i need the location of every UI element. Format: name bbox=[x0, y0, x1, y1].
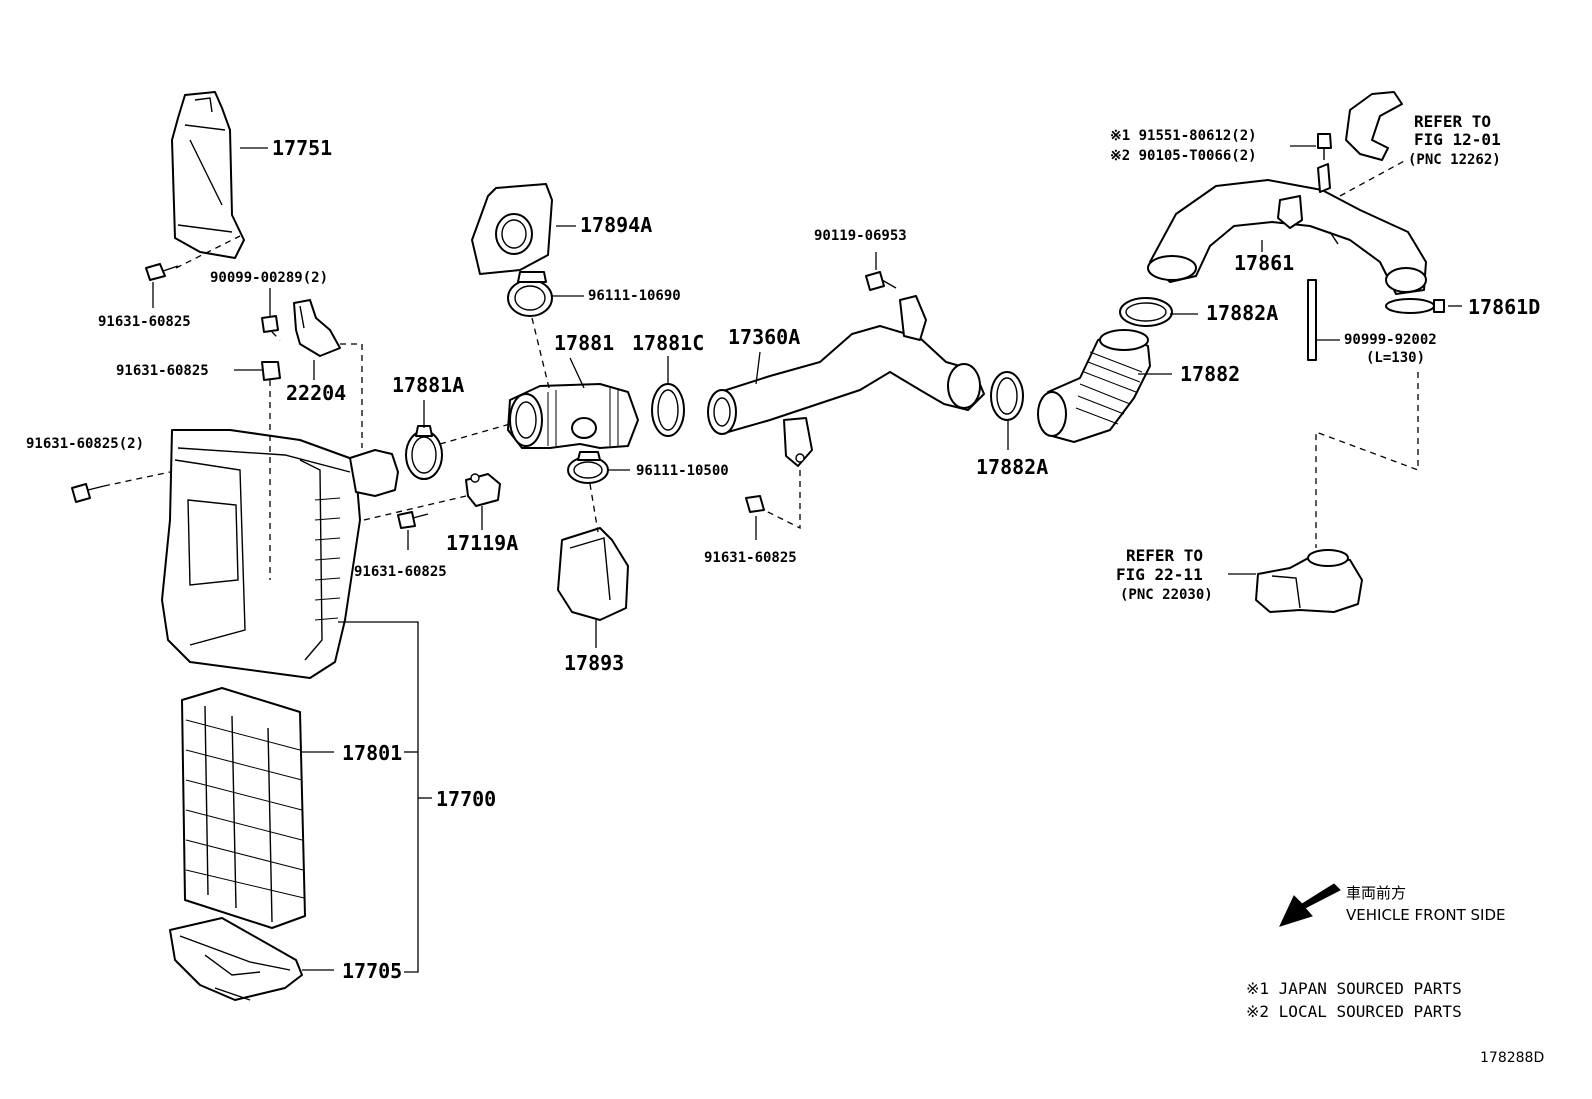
bolt-sourced-icon bbox=[1317, 133, 1332, 160]
hose-clamp-17882A-upper bbox=[1119, 297, 1173, 327]
pcv-hose-ref-12-01 bbox=[1345, 91, 1403, 161]
hose-clamp-17882A-lower bbox=[990, 371, 1024, 421]
label-17801[interactable]: 17801 bbox=[342, 741, 402, 765]
bolt-91631-lower-icon bbox=[745, 495, 765, 513]
label-17751[interactable]: 17751 bbox=[272, 136, 332, 160]
label-91631-60825-a[interactable]: 91631-60825 bbox=[98, 314, 191, 330]
label-17881C[interactable]: 17881C bbox=[632, 331, 704, 355]
refer-fig-12-01-line1: REFER TO bbox=[1414, 112, 1491, 131]
vehicle-front-japanese: 車両前方 bbox=[1346, 884, 1406, 902]
label-90119-06953[interactable]: 90119-06953 bbox=[814, 228, 907, 244]
bellows-hose-17882 bbox=[1037, 329, 1151, 443]
legend-item-1: ※1 JAPAN SOURCED PARTS bbox=[1246, 979, 1462, 998]
bolt-91631-left-icon bbox=[71, 483, 105, 503]
refer-fig-22-11-line2[interactable]: FIG 22-11 bbox=[1116, 565, 1203, 584]
label-96111-10500[interactable]: 96111-10500 bbox=[636, 463, 729, 479]
insulator-17894A bbox=[471, 183, 553, 275]
label-17705[interactable]: 17705 bbox=[342, 959, 402, 983]
intake-hose-17881 bbox=[507, 383, 639, 449]
hose-clamp-17881C bbox=[651, 383, 685, 437]
hose-clamp-17881A bbox=[405, 425, 443, 480]
label-17881A[interactable]: 17881A bbox=[392, 373, 464, 397]
label-91631-60825-e[interactable]: 91631-60825 bbox=[704, 550, 797, 566]
refer-fig-22-11-line3: (PNC 22030) bbox=[1120, 587, 1213, 603]
throttle-body-ref-22-11 bbox=[1255, 549, 1363, 613]
refer-fig-22-11-line1: REFER TO bbox=[1126, 546, 1203, 565]
label-17700[interactable]: 17700 bbox=[436, 787, 496, 811]
air-cleaner-case bbox=[161, 429, 399, 679]
bracket-17119A bbox=[465, 473, 501, 507]
bolt-91631-middle-icon bbox=[261, 361, 281, 381]
label-17881[interactable]: 17881 bbox=[554, 331, 614, 355]
label-17861D[interactable]: 17861D bbox=[1468, 295, 1540, 319]
figure-code: 178288D bbox=[1480, 1050, 1544, 1066]
label-91631-60825-b[interactable]: 91631-60825 bbox=[116, 363, 209, 379]
label-91631-60825-d[interactable]: 91631-60825 bbox=[354, 564, 447, 580]
label-96111-10690[interactable]: 96111-10690 bbox=[588, 288, 681, 304]
sourced-part-note-2[interactable]: ※2 90105-T0066(2) bbox=[1110, 148, 1257, 164]
intake-pipe-17360A bbox=[707, 295, 985, 467]
label-17360A[interactable]: 17360A bbox=[728, 325, 800, 349]
hose-clamp-17861D bbox=[1385, 298, 1445, 314]
vacuum-hose-90999-92002 bbox=[1307, 279, 1317, 361]
hose-clamp-96111-10690 bbox=[507, 271, 553, 317]
refer-fig-12-01-line2[interactable]: FIG 12-01 bbox=[1414, 130, 1501, 149]
refer-fig-12-01-line3: (PNC 12262) bbox=[1408, 152, 1501, 168]
label-17882A-top[interactable]: 17882A bbox=[1206, 301, 1278, 325]
vehicle-front-indicator: 車両前方 VEHICLE FRONT SIDE bbox=[1346, 884, 1506, 924]
bolt-90099-icon bbox=[261, 315, 279, 333]
label-17893[interactable]: 17893 bbox=[564, 651, 624, 675]
label-17119A[interactable]: 17119A bbox=[446, 531, 518, 555]
vehicle-front-english: VEHICLE FRONT SIDE bbox=[1346, 906, 1506, 924]
air-filter-element-17801 bbox=[181, 687, 306, 929]
bolt-91631-upper-icon bbox=[145, 263, 179, 281]
sourced-part-note-1[interactable]: ※1 91551-80612(2) bbox=[1110, 128, 1257, 144]
leader-lines bbox=[103, 145, 1462, 973]
label-17882[interactable]: 17882 bbox=[1180, 362, 1240, 386]
label-90099-00289[interactable]: 90099-00289(2) bbox=[210, 270, 328, 286]
label-17882A-bottom[interactable]: 17882A bbox=[976, 455, 1048, 479]
sourcing-legend: ※1 JAPAN SOURCED PARTS ※2 LOCAL SOURCED … bbox=[1246, 979, 1462, 1021]
intake-duct-17893 bbox=[557, 527, 629, 621]
part-labels: 17751 90099-00289(2) 91631-60825 91631-6… bbox=[26, 136, 1540, 983]
air-flow-sensor-22204 bbox=[293, 299, 341, 357]
hose-clamp-96111-10500 bbox=[567, 451, 609, 484]
legend-item-2: ※2 LOCAL SOURCED PARTS bbox=[1246, 1002, 1462, 1021]
air-inlet-duct-17751 bbox=[171, 91, 245, 259]
intake-pipe-17861 bbox=[1147, 163, 1427, 295]
label-91631-60825-c[interactable]: 91631-60825(2) bbox=[26, 436, 144, 452]
label-17861[interactable]: 17861 bbox=[1234, 251, 1294, 275]
label-90999-92002[interactable]: 90999-92002 bbox=[1344, 332, 1437, 348]
air-cleaner-lower-case-17705 bbox=[169, 917, 303, 1001]
label-90999-length: (L=130) bbox=[1366, 350, 1425, 366]
bolt-90119-icon bbox=[865, 271, 897, 291]
label-17894A[interactable]: 17894A bbox=[580, 213, 652, 237]
bolt-91631-bracket-icon bbox=[397, 511, 429, 529]
label-22204[interactable]: 22204 bbox=[286, 381, 346, 405]
reference-notes: ※1 91551-80612(2) ※2 90105-T0066(2) REFE… bbox=[1110, 112, 1501, 603]
vehicle-front-arrow-icon bbox=[1279, 883, 1341, 927]
